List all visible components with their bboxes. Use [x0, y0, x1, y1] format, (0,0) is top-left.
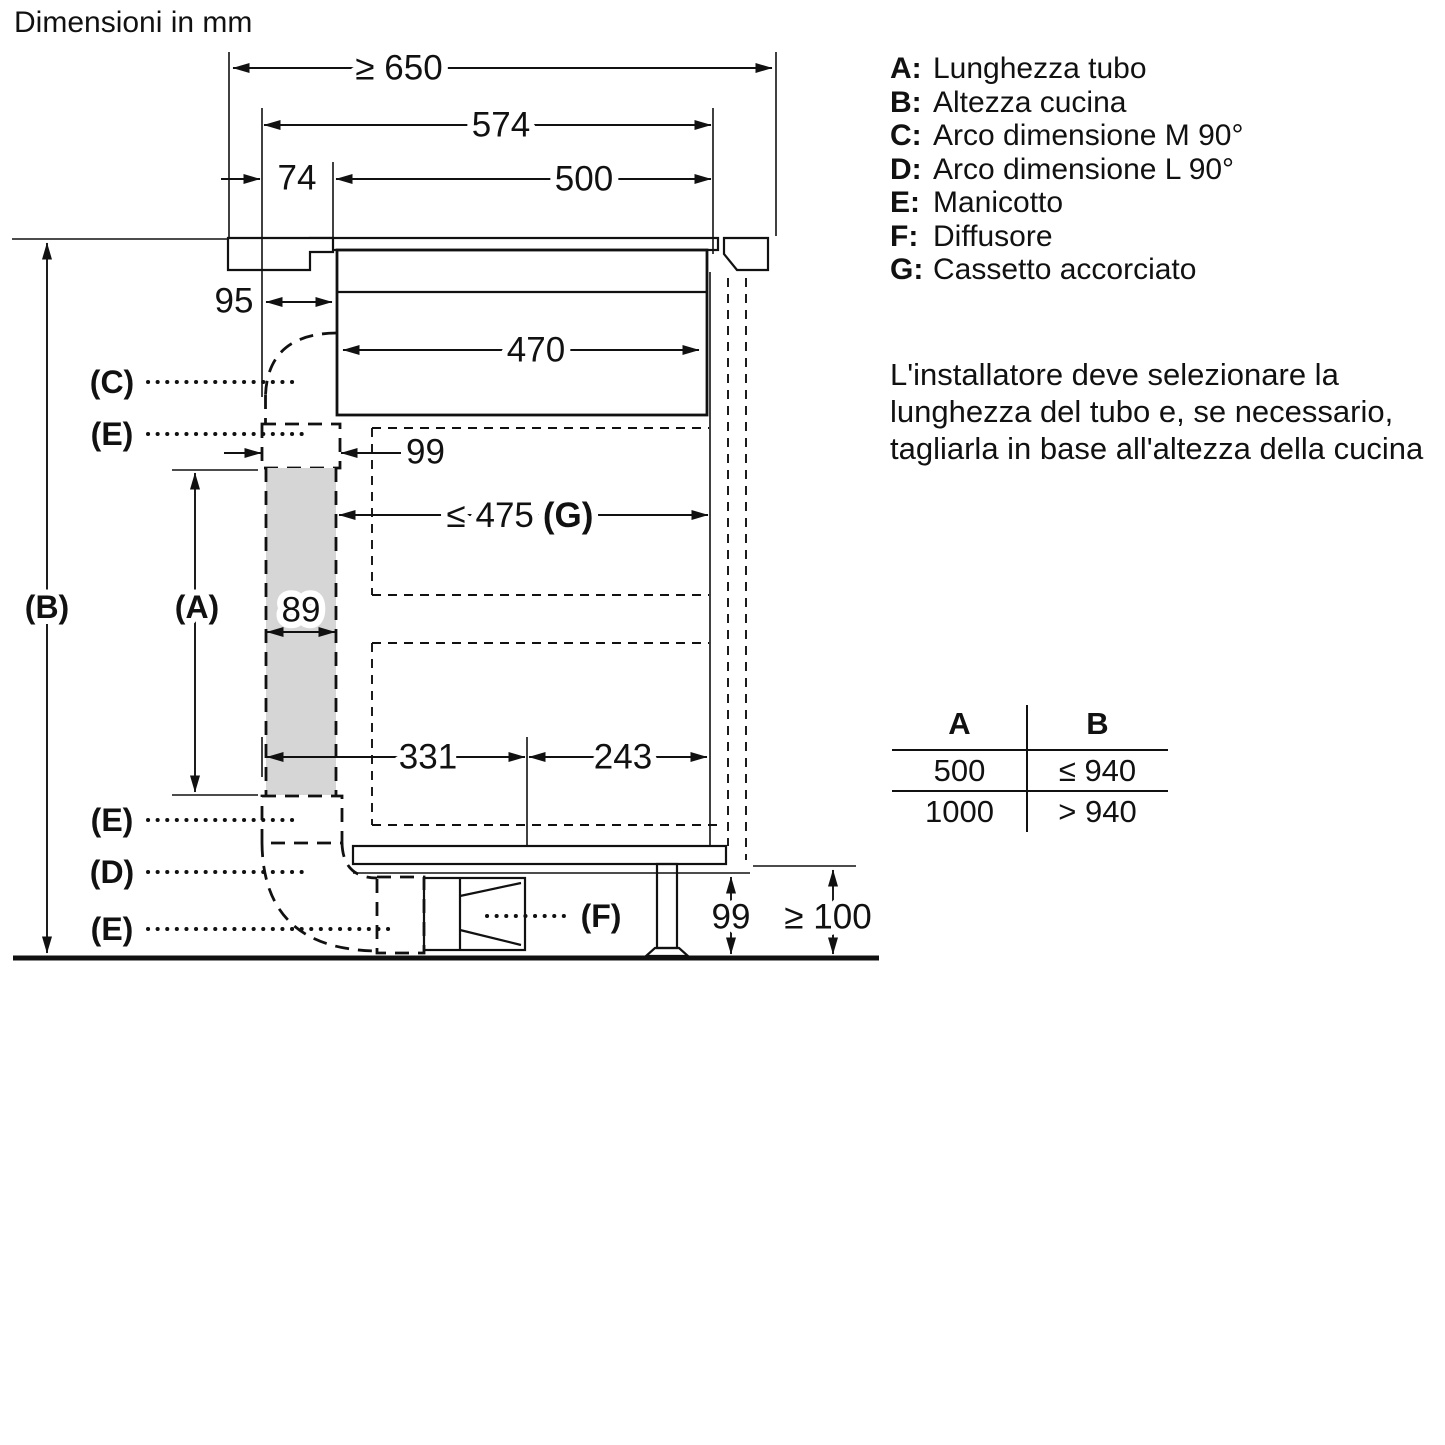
dim-500-label: 500 — [555, 160, 613, 199]
table-rule-2 — [892, 790, 1168, 792]
hob-top-plate — [308, 236, 720, 252]
legend-key-e: E: — [890, 186, 920, 219]
callout-d: (D) — [84, 848, 312, 896]
legend-key-f: F: — [890, 219, 919, 253]
dim-470: 470 — [342, 324, 700, 376]
label-b: (B) — [25, 589, 69, 625]
table-row: 1000 > 940 — [892, 794, 1168, 830]
legend-label-d: Arco dimensione L 90° — [933, 152, 1235, 186]
dim-a: (A) — [169, 469, 258, 796]
dim-95: 95 — [215, 282, 333, 321]
dim-95-label: 95 — [215, 282, 254, 321]
label-e-bottom: (E) — [91, 911, 134, 947]
dim-470-label: 470 — [507, 331, 565, 370]
label-c: (C) — [90, 364, 134, 400]
dim-99-bottom-label: 99 — [712, 898, 751, 937]
cabinet-leg — [643, 862, 691, 958]
legend-key-b: B: — [890, 85, 922, 119]
dim-331-label: 331 — [399, 738, 457, 777]
dim-89: 89 — [266, 584, 336, 637]
dim-99-top: 99 — [224, 433, 445, 472]
legend-key-c: C: — [890, 119, 922, 152]
table-column-divider — [1026, 705, 1028, 832]
duct-bend-d — [260, 842, 379, 953]
label-f: (F) — [581, 898, 622, 934]
drawer-outline-lower — [371, 642, 720, 826]
dim-475-label: ≤ 475(G) — [447, 496, 594, 535]
cabinet-side-lines — [709, 272, 747, 860]
dim-574-label: 574 — [472, 106, 530, 145]
table-header-a: A — [948, 706, 971, 741]
legend-key-a: A: — [890, 52, 922, 85]
dim-b: (B) — [19, 242, 75, 954]
dim-650: ≥ 650 — [228, 42, 777, 238]
diffuser-leader: (F) — [485, 892, 627, 940]
dim-100-label: ≥ 100 — [784, 898, 871, 937]
callout-e-top: (E) — [85, 410, 304, 458]
legend-item-g: G: Cassetto accorciato — [890, 253, 1243, 287]
dim-574: 574 — [261, 99, 714, 397]
legend-label-b: Altezza cucina — [933, 85, 1127, 119]
label-e-middle: (E) — [91, 802, 134, 838]
table-cell-b1: ≤ 940 — [1058, 753, 1137, 788]
legend-label-f: Diffusore — [933, 219, 1053, 253]
dim-331-243: 331 243 — [261, 731, 708, 864]
legend-item-e: E: Manicotto — [890, 186, 1243, 220]
table-rule-1 — [892, 749, 1168, 751]
legend-item-d: D: Arco dimensione L 90° — [890, 153, 1243, 187]
hob-body — [335, 248, 709, 417]
legend-item-c: C: Arco dimensione M 90° — [890, 119, 1243, 153]
worktop-hatch-right — [722, 236, 770, 272]
table-row: 500 ≤ 940 — [892, 753, 1168, 789]
dim-74-label: 74 — [278, 159, 317, 198]
legend-key-g: G: — [890, 253, 924, 286]
callout-c: (C) — [84, 358, 302, 406]
dim-89-label: 89 — [282, 591, 321, 630]
legend-label-c: Arco dimensione M 90° — [933, 119, 1244, 152]
dim-99-top-label: 99 — [406, 433, 445, 472]
dim-100: ≥ 100 — [753, 865, 878, 955]
sleeve-e-bottom — [375, 875, 426, 955]
label-d: (D) — [90, 854, 134, 890]
dim-99-bottom: 99 — [705, 876, 757, 955]
legend-label-g: Cassetto accorciato — [933, 253, 1197, 286]
dim-650-label: ≥ 650 — [355, 49, 442, 88]
worktop-hatch-left — [226, 236, 335, 272]
table-cell-a1: 500 — [933, 753, 986, 788]
duct-bend-c — [264, 331, 337, 424]
dim-243-label: 243 — [594, 738, 652, 777]
page-title: Dimensioni in mm — [14, 6, 253, 39]
callout-e-middle: (E) — [85, 796, 302, 844]
installer-note: L'installatore deve selezionare la lungh… — [890, 357, 1424, 466]
drawer-outline-upper — [371, 427, 709, 596]
legend-key-d: D: — [890, 152, 922, 186]
dim-475: ≤ 475(G) — [338, 489, 709, 541]
table-cell-a2: 1000 — [925, 794, 994, 829]
plinth-board — [351, 844, 750, 874]
table-cell-b2: > 940 — [1058, 794, 1137, 829]
legend-item-f: F: Diffusore — [890, 220, 1243, 254]
legend: A: Lunghezza tubo B: Altezza cucina C: Arco… — [890, 52, 1243, 287]
table-header-b: B — [1086, 706, 1109, 741]
diffuser — [422, 876, 527, 952]
sleeve-e-top — [260, 422, 342, 470]
legend-label-a: Lunghezza tubo — [933, 52, 1147, 85]
tube-length-table: A B 500 ≤ 940 1000 > 940 — [892, 702, 1168, 834]
dim-74-500: 74 500 — [221, 152, 712, 250]
legend-item-b: B: Altezza cucina — [890, 86, 1243, 120]
legend-item-a: A: Lunghezza tubo — [890, 52, 1243, 86]
callout-e-bottom: (E) — [85, 905, 399, 953]
table-header-row: A B — [892, 706, 1168, 742]
label-e-top: (E) — [91, 416, 134, 452]
legend-label-e: Manicotto — [933, 186, 1064, 219]
label-a: (A) — [175, 589, 219, 625]
